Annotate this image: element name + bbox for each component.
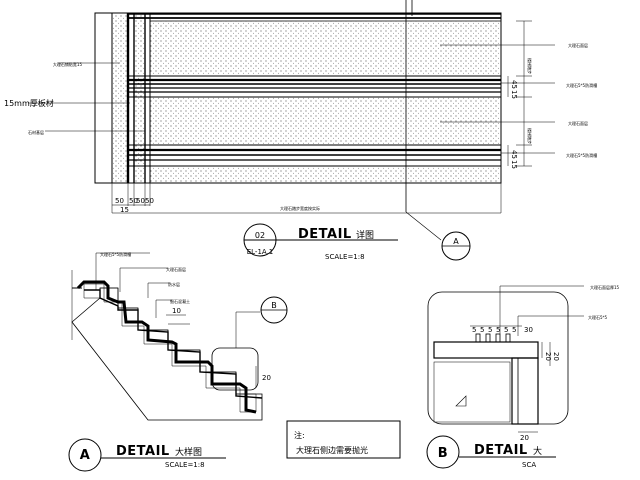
ref-mark-b-label: B: [271, 301, 277, 310]
detail-a-label-3: 防水层: [168, 281, 180, 287]
detail-b-dim-5: 5: [512, 326, 516, 334]
detail-b-scale: SCA: [522, 461, 536, 469]
detail-b-title: DETAIL: [474, 443, 528, 458]
detail-a-stair-section: [71, 252, 401, 459]
dim-vertical-2: 楼梯踏步: [527, 128, 533, 144]
section-mark-a-label: A: [80, 448, 91, 463]
detail-a-label-2: 大理石面层: [166, 266, 186, 272]
dim-bottom-sub: 15: [120, 206, 129, 214]
detail-a-title-cn: 大样图: [175, 446, 202, 458]
note-text: 大理石侧边需要抛光: [296, 445, 368, 455]
detail-b-label-2: 大理石5*5: [588, 314, 608, 320]
label-right-1: 大理石面层: [568, 42, 588, 48]
dim-small-bot-2: 15: [510, 160, 518, 169]
dim-small-bot-1: 45: [510, 150, 518, 159]
detail-b-dim-1: 5: [480, 326, 484, 334]
dim-small-top-2: 15: [510, 90, 518, 99]
left-strip-1: [112, 13, 128, 183]
detail-b-title-cn: 大: [533, 445, 542, 457]
detail-b-dim-2: 5: [488, 326, 492, 334]
label-right-2: 大理石5*5防滑槽: [566, 82, 597, 88]
detail-b-dim-30: 30: [524, 326, 533, 334]
detail-b-dim-4: 5: [504, 326, 508, 334]
callout-number: 02: [255, 231, 265, 240]
section-mark-a: [68, 438, 102, 472]
slab-middle: [150, 97, 501, 145]
detail-a-scale: SCALE=1:8: [165, 461, 205, 469]
detail-b-dim-0: 5: [472, 326, 476, 334]
label-right-3: 大理石面层: [568, 120, 588, 126]
label-right-4: 大理石5*5防滑槽: [566, 152, 597, 158]
note-box: [286, 420, 401, 459]
left-strip-2: [134, 13, 145, 183]
dim-vertical-1: 楼梯踏步: [527, 58, 533, 74]
top-detail-title: DETAIL: [298, 227, 352, 242]
detail-a-dim-10: 10: [172, 307, 181, 315]
dim-bottom-1: 50: [129, 197, 138, 205]
detail-b-label-1: 大理石面层厚15: [590, 284, 620, 290]
top-plan-detail: [28, 0, 555, 241]
label-left-mid: 15mm厚板材: [4, 98, 54, 108]
section-mark-a-top-label: A: [453, 237, 459, 246]
detail-b-frame: [427, 291, 569, 425]
slab-upper: [150, 21, 501, 76]
detail-b-dim-20a: 20: [544, 352, 552, 361]
dim-small-top-1: 45: [510, 80, 518, 89]
callout-ref: EL-1A.1: [247, 248, 274, 256]
top-detail-scale: SCALE=1:8: [325, 253, 365, 261]
detail-a-label-4: 细石混凝土: [170, 298, 190, 304]
section-mark-b: [426, 435, 460, 469]
dim-bottom-2: 50: [136, 197, 145, 205]
detail-b-dim-20b: 20: [552, 352, 560, 361]
label-left-low: 石材基层: [28, 129, 44, 135]
detail-b-top-hatch: [433, 341, 539, 359]
detail-a-label-1: 大理石5*5防滑槽: [100, 251, 131, 257]
detail-a-title: DETAIL: [116, 444, 170, 459]
dim-bottom-3: 50: [145, 197, 154, 205]
detail-b-nosing: [427, 285, 584, 433]
label-left-top: 大理石铺贴宽15: [53, 61, 83, 67]
note-title: 注:: [294, 430, 305, 440]
section-mark-b-label: B: [438, 446, 448, 461]
detail-b-dim-20c: 20: [520, 434, 529, 442]
dim-bottom-0: 50: [115, 197, 124, 205]
detail-b-dim-3: 5: [496, 326, 500, 334]
slab-lower: [150, 166, 501, 182]
substrate-hatch: [71, 287, 263, 421]
detail-a-dim-20: 20: [262, 374, 271, 382]
top-detail-title-cn: 详图: [356, 229, 374, 241]
dim-bottom-long: 大理石踏步宽度按实际: [280, 205, 320, 211]
detail-b-callout-box: [211, 347, 259, 391]
